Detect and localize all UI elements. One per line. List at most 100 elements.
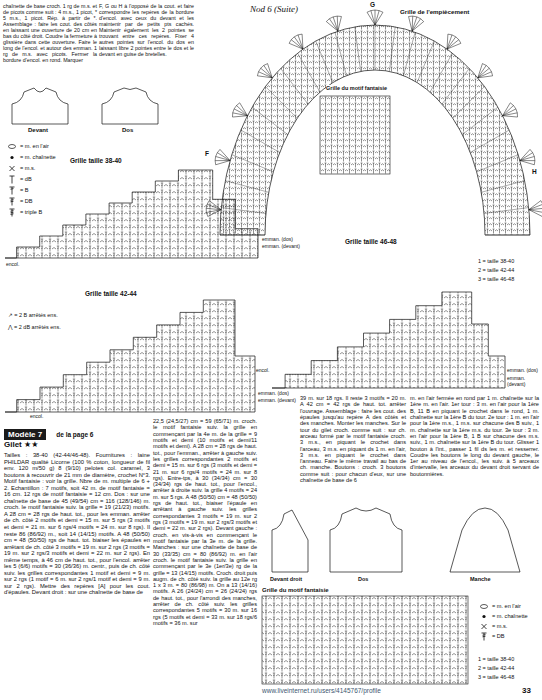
chart-title: Grille du motif fantaisie (262, 587, 382, 594)
chart-note: encol. (256, 368, 286, 374)
fan-stitch (529, 210, 542, 217)
sleeve-schematic (450, 508, 520, 572)
bottom-schematics (272, 508, 520, 572)
fan-stitch (220, 149, 230, 160)
fan-edge (215, 149, 220, 164)
fan-stitch (367, 12, 375, 25)
yoke-band (220, 25, 530, 235)
chart-note: emman. (devant) (258, 398, 298, 404)
fan-stitch (529, 208, 542, 209)
size-key: 2 = taille 42-44 (478, 665, 540, 671)
size-key: 2 = taille 42-44 (478, 267, 540, 273)
chart-title: Grille taille 38-40 (70, 157, 170, 164)
fan-edge (530, 149, 535, 164)
yoke-grid (320, 96, 390, 174)
callout-letter: G (370, 1, 380, 8)
fan-stitch (208, 210, 221, 217)
fan-stitch (375, 12, 383, 25)
section-banner: Modèle 7de la page 6 (4, 425, 97, 443)
chart-note: emman. (dos) (258, 391, 298, 397)
yoke-rib (462, 107, 498, 134)
fan-stitch (529, 204, 542, 209)
legend-text: = dB (20, 176, 32, 182)
yoke-rib (335, 32, 347, 75)
fan-stitch (216, 161, 230, 165)
fan-stitch (232, 116, 247, 117)
stitch-symbol (478, 602, 490, 611)
text-column: Tailles : 38-40 (42-44/46-48). Fournitur… (4, 452, 150, 596)
stitch-symbol (6, 164, 18, 173)
legend-text: = m.s. (20, 165, 35, 171)
stitch-mark (482, 633, 487, 641)
legend-text: = triple B (20, 209, 42, 215)
section-title: Gilet ★★ (4, 440, 94, 449)
fan-stitch (337, 16, 339, 31)
legend-text: = DB (492, 633, 505, 639)
yoke-rib (453, 87, 485, 119)
fan-stitch (520, 161, 534, 165)
banner-ref: de la page 6 (52, 430, 97, 439)
yoke-rib (403, 32, 415, 75)
fan-stitch (375, 10, 376, 25)
stitch-mark (10, 176, 15, 184)
fan-edge (541, 201, 542, 217)
symbol-key: ⋀ = 2 dB arrêtés ens. (8, 324, 98, 330)
fan-stitch (206, 210, 221, 213)
legend-row: = m.s. (6, 164, 76, 174)
chart-note: encol. (30, 414, 60, 420)
yoke-rib (481, 181, 524, 193)
fan-stitch (215, 160, 230, 161)
fan-stitch (529, 210, 542, 213)
chart-note: emman. (devant) (262, 244, 306, 250)
legend-text: = m. chaînette (20, 154, 56, 160)
chart-note: emman. (dos) (262, 237, 302, 243)
symbol-key: ↗ = 2 B arrêtés ens. (8, 312, 98, 318)
size-key: 1 = taille 38-40 (478, 258, 540, 264)
text-column: F, G ou H à l'opposé de la cout. et fair… (99, 3, 194, 57)
stitch-symbol (6, 208, 18, 217)
stitch-symbol (6, 186, 18, 195)
fan-stitch (209, 201, 221, 210)
yoke-rib (252, 107, 288, 134)
yoke-rib (265, 87, 297, 119)
yoke-rib (484, 208, 529, 214)
fan-stitch (503, 113, 518, 116)
fan-stitch (529, 201, 541, 210)
stitch-mark (10, 166, 15, 171)
legend-row: = DB (6, 197, 76, 207)
text-column: m. en l'air fermée en rond par 1 m. chaî… (410, 395, 539, 477)
yoke-rib (430, 53, 453, 92)
yoke-rib (389, 27, 395, 72)
fan-stitch (302, 34, 304, 49)
size-chart (5, 300, 255, 412)
legend-text: = m. en l'air (492, 603, 521, 609)
fan-stitch (371, 11, 375, 25)
fan-edge (326, 16, 341, 22)
top-schematics (12, 88, 158, 124)
yoke-rib (316, 41, 333, 83)
fan-stitch (294, 37, 303, 49)
yoke-rib (281, 68, 308, 104)
slip-symbol (10, 156, 13, 159)
page-number: 33 (522, 686, 540, 695)
fan-edge (448, 34, 461, 43)
yoke-rib (232, 155, 274, 172)
chain-symbol (481, 605, 488, 609)
stitch-symbol (478, 632, 490, 641)
slip-symbol (482, 615, 485, 618)
yoke-rib (220, 235, 265, 236)
fan-stitch (338, 17, 342, 32)
fan-edge (409, 16, 424, 22)
stitch-symbol (478, 622, 490, 631)
yoke-rib (470, 130, 509, 153)
stitch-symbol (478, 612, 490, 621)
legend-row: = m. en l'air (6, 142, 76, 152)
front-schematic (12, 88, 68, 124)
fan-stitch (240, 103, 248, 116)
yoke-rib (477, 155, 519, 172)
fan-stitch (329, 19, 337, 31)
text-column: 39 m. sur 18 rgs. Il reste 3 motifs = 20… (300, 395, 406, 483)
fan-stitch (264, 65, 272, 77)
stitch-mark (10, 187, 15, 195)
yoke-rib (355, 27, 361, 72)
